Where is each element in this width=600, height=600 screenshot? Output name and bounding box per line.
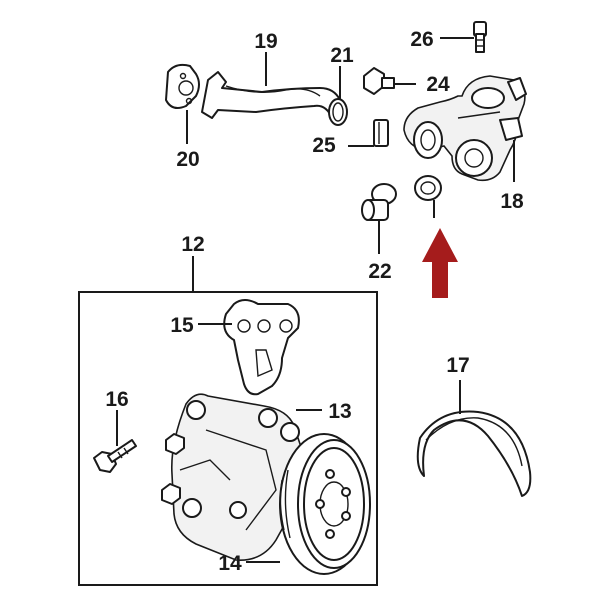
coolant-pipe-part-19[interactable] xyxy=(201,71,341,119)
callout-12: 12 xyxy=(181,233,204,256)
callout-24: 24 xyxy=(426,73,450,96)
sensor-part-26[interactable] xyxy=(473,21,487,53)
gasket-part-20[interactable] xyxy=(165,63,200,109)
fitting-part-22[interactable] xyxy=(361,183,397,221)
callout-26: 26 xyxy=(410,28,433,51)
kit-box-part-12 xyxy=(78,291,378,586)
water-pump-part-13[interactable] xyxy=(161,393,306,561)
callout-19: 19 xyxy=(254,30,277,53)
callout-16: 16 xyxy=(105,388,128,411)
callout-14: 14 xyxy=(218,552,242,575)
callout-15: 15 xyxy=(170,314,194,337)
callout-22: 22 xyxy=(368,260,391,283)
callout-18: 18 xyxy=(500,190,524,213)
callout-13: 13 xyxy=(328,400,351,423)
callout-20: 20 xyxy=(176,148,199,171)
bolt-part-16[interactable] xyxy=(93,439,137,473)
gasket-part-15[interactable] xyxy=(223,299,300,396)
highlight-arrow xyxy=(422,228,458,298)
sensor-part-24[interactable] xyxy=(363,67,395,95)
o-ring-highlighted[interactable] xyxy=(414,175,442,201)
o-ring-part-21[interactable] xyxy=(328,98,348,126)
drive-belt-part-17[interactable] xyxy=(416,410,532,497)
callout-17: 17 xyxy=(446,354,469,377)
thermostat-housing-part-18[interactable] xyxy=(403,75,527,182)
seal-part-25[interactable] xyxy=(373,119,389,147)
callout-25: 25 xyxy=(312,134,336,157)
pulley-part-14[interactable] xyxy=(279,433,371,575)
callout-21: 21 xyxy=(330,44,354,67)
